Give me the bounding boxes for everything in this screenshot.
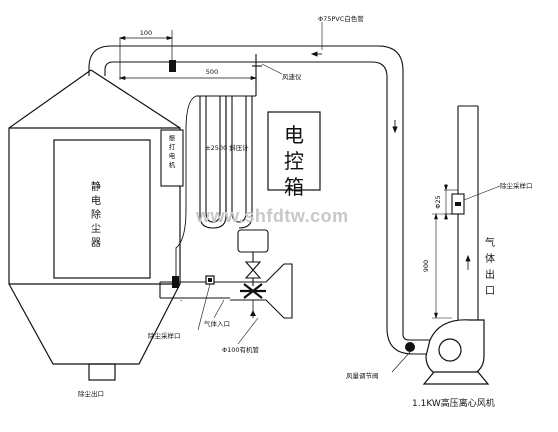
air-valve-knob	[405, 342, 415, 352]
watermark: www.shfdtw.com	[195, 206, 349, 226]
dimension-100-label: 100	[140, 29, 152, 37]
inlet-x-valve	[240, 283, 266, 299]
control-box	[267, 111, 321, 191]
air-valve-label: 风量调节阀	[346, 371, 379, 380]
bottom-sampling-label: 除尘采样口	[148, 331, 181, 340]
dimension-500-label: 500	[206, 68, 218, 76]
oscillator-label: 振打电机	[169, 133, 176, 169]
outlet-stack	[457, 105, 479, 330]
minus-sign: -	[180, 296, 183, 304]
inlet-drain-arrow	[250, 310, 256, 316]
dimension-900	[432, 212, 452, 320]
dust-outlet-label: 除尘出口	[78, 389, 104, 398]
inlet-pipe	[159, 263, 293, 319]
dimension-25-label: Φ25	[434, 195, 442, 208]
air-valve-leader	[391, 351, 411, 373]
gas-inlet-label: 气体入口	[204, 319, 230, 328]
gas-outlet-label: 气体出口	[485, 236, 495, 297]
sampling-hose	[175, 95, 197, 280]
top-sampling-label: 除尘采样口	[500, 181, 533, 190]
inlet-pipe-label: Φ100有机管	[222, 345, 260, 354]
anemometer-probe	[252, 54, 262, 96]
outlet-flow-arrow	[465, 254, 471, 270]
dimension-500	[118, 76, 258, 80]
manometer-label: ±2500 斜压计	[205, 143, 249, 152]
pipe-spec-label: Φ75PVC白色管	[318, 14, 364, 23]
dimension-100	[118, 30, 174, 80]
precipitator-label: 静电除尘器	[91, 180, 101, 249]
top-sampling-tube	[169, 60, 176, 72]
fan-label: 1.1KW高压离心风机	[412, 397, 495, 409]
control-box-label: 电控箱	[284, 123, 304, 199]
precipitator-inner-panel	[53, 139, 151, 279]
oscillator-motor-box	[160, 129, 184, 187]
bottom-sampling-leader	[197, 283, 211, 331]
anemometer-leader	[261, 63, 283, 75]
inlet-sampling-plug-2-core	[208, 278, 212, 282]
anemometer-label: 风速仪	[282, 73, 302, 81]
top-pipe	[88, 45, 440, 355]
centrifugal-fan	[422, 319, 490, 385]
dimension-900-label: 900	[422, 260, 430, 272]
inlet-pipe-leader	[237, 317, 259, 345]
dust-feeder	[237, 229, 269, 286]
gas-inlet-leader	[213, 299, 225, 319]
inlet-sampling-plug-1	[172, 276, 179, 288]
top-sampling-leader	[463, 185, 501, 201]
top-sampling-port-core	[455, 202, 461, 206]
manometer-tubes	[196, 95, 256, 229]
flow-arrows	[310, 51, 398, 134]
